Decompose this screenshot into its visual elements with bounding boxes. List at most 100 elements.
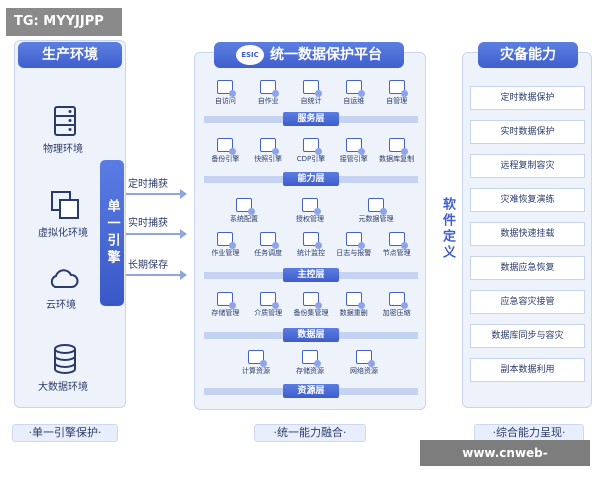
control-item: 作业管理 [204,232,247,258]
control-item: 节点管理 [375,232,418,258]
module-icon [345,292,365,309]
arrow-label-longterm: 长期保存 [128,260,168,271]
watermark-top: TG: MYYJJPP [6,8,122,36]
capability-item: 备份引擎 [204,138,247,164]
capability-item: CDP引擎 [290,138,333,164]
control-item: 元数据管理 [352,198,400,224]
control-item: 任务调度 [247,232,290,258]
capability-item: 应急容灾接管 [470,290,585,314]
capability-item: 数据库复制 [375,138,418,164]
resource-item: 存储资源 [286,350,334,376]
module-icon [356,350,375,367]
layers-icon [51,191,79,219]
server-rack-icon [54,106,76,136]
layer-data: 数据层 [204,328,418,342]
database-stack-icon [54,344,76,374]
module-icon [236,198,255,215]
service-item: 自管理 [375,80,418,106]
module-icon [302,198,321,215]
middle-footer: ·统一能力融合· [254,424,366,442]
resource-item: 计算资源 [232,350,280,376]
data-item: 介质管理 [247,292,290,318]
module-icon [302,80,322,97]
module-icon [345,232,365,249]
module-icon [217,232,237,249]
module-icon [260,138,280,155]
capability-item: 灾难恢复演练 [470,188,585,212]
capability-item: 定时数据保护 [470,86,585,110]
module-icon [248,350,267,367]
production-env-title: 生产环境 [18,42,122,68]
capability-item: 副本数据利用 [470,358,585,382]
layer-service: 服务层 [204,112,418,126]
module-icon [345,138,365,155]
module-icon [388,232,408,249]
module-icon [260,80,280,97]
arrow-line [126,193,180,195]
data-item: 数据重删 [332,292,375,318]
module-icon [217,138,237,155]
cloud-icon [50,269,79,288]
module-icon [302,350,321,367]
data-item: 存储管理 [204,292,247,318]
env-label-virtual: 虚拟化环境 [38,228,88,239]
arrow-head-icon [180,229,187,239]
watermark-bottom: www.cnweb-chuanqi.com [420,440,590,486]
arrow-label-realtime: 实时捕获 [128,218,168,229]
env-label-cloud: 云环境 [46,300,76,311]
module-icon [260,292,280,309]
capability-item: 接管引擎 [332,138,375,164]
module-icon [302,292,322,309]
module-icon [345,80,365,97]
single-engine-bar: 单一引擎 [100,160,124,306]
capability-item: 数据应急恢复 [470,256,585,280]
row-data: 存储管理 介质管理 备份集管理 数据重删 加密压缩 [204,292,418,318]
layer-capability: 能力层 [204,172,418,186]
row-resource: 计算资源 存储资源 网络资源 [232,350,388,376]
module-icon [368,198,387,215]
service-item: 自作业 [247,80,290,106]
data-item: 备份集管理 [290,292,333,318]
module-icon [388,138,408,155]
data-item: 加密压缩 [375,292,418,318]
service-item: 自统计 [290,80,333,106]
row-control-1: 系统配置 授权管理 元数据管理 [220,198,400,224]
arrow-line [126,274,180,276]
arrow-head-icon [180,189,187,199]
capability-item: 数据快速挂载 [470,222,585,246]
control-item: 授权管理 [286,198,334,224]
service-item: 自运维 [332,80,375,106]
control-item: 统计监控 [290,232,333,258]
module-icon [302,232,322,249]
capability-item: 实时数据保护 [470,120,585,144]
module-icon [388,292,408,309]
module-icon [302,138,322,155]
row-capability: 备份引擎 快照引擎 CDP引擎 接管引擎 数据库复制 [204,138,418,164]
service-item: 自访问 [204,80,247,106]
env-label-bigdata: 大数据环境 [38,382,88,393]
capability-title: 灾备能力 [478,42,578,68]
platform-title-text: 统一数据保护平台 [270,47,382,63]
arrow-label-scheduled: 定时捕获 [128,179,168,190]
left-footer: ·单一引擎保护· [12,424,118,442]
control-item: 日志与报警 [332,232,375,258]
layer-control: 主控层 [204,268,418,282]
software-defined-label: 软件定义 [440,197,455,261]
capability-item: 数据库同步与容灾 [470,324,585,348]
row-service: 自访问 自作业 自统计 自运维 自管理 [204,80,418,106]
module-icon [388,80,408,97]
capability-item: 快照引擎 [247,138,290,164]
env-label-physical: 物理环境 [43,144,83,155]
capability-item: 远程复制容灾 [470,154,585,178]
resource-item: 网络资源 [340,350,388,376]
control-item: 系统配置 [220,198,268,224]
platform-title: ESIC 统一数据保护平台 [214,42,404,68]
module-icon [260,232,280,249]
layer-resource: 资源层 [204,384,418,398]
module-icon [217,80,237,97]
module-icon [217,292,237,309]
row-control-2: 作业管理 任务调度 统计监控 日志与报警 节点管理 [204,232,418,258]
arrow-line [126,233,180,235]
arrow-head-icon [180,270,187,280]
platform-logo: ESIC [236,45,264,65]
